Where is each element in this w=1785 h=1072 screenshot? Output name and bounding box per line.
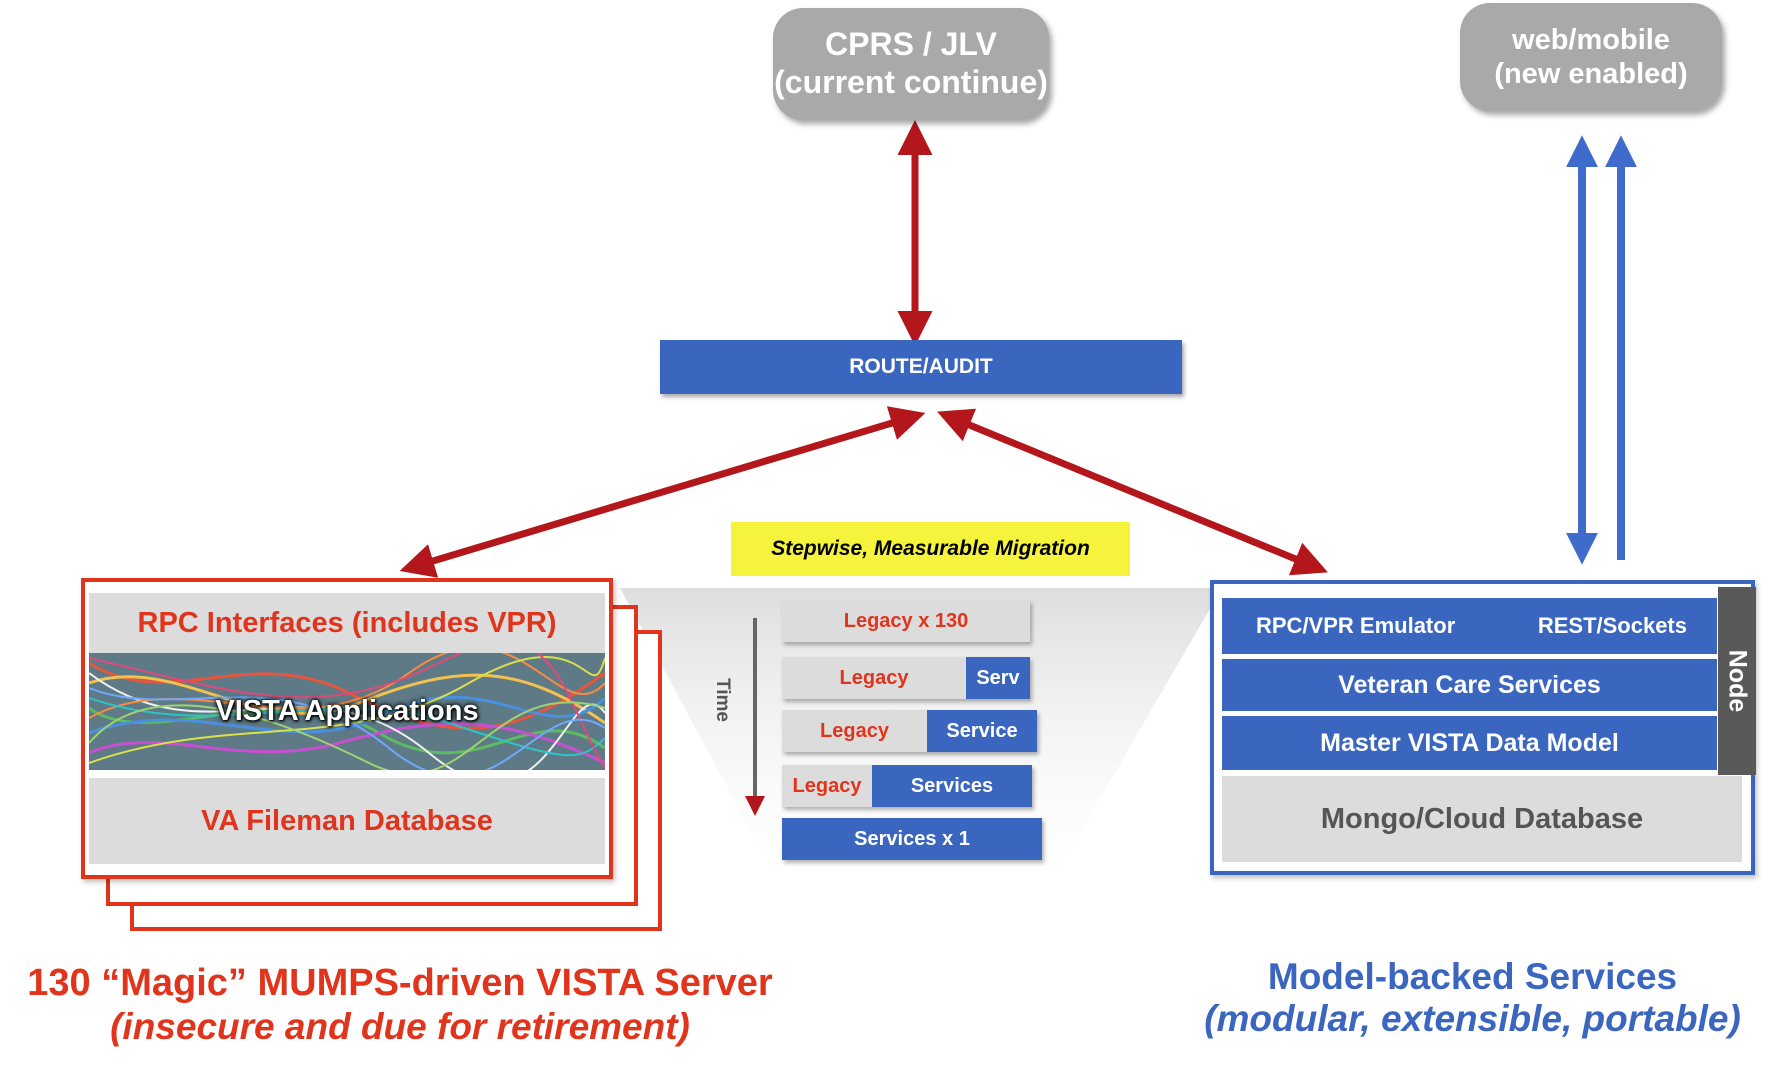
rpc-interfaces-label: RPC Interfaces (includes VPR)	[137, 606, 557, 639]
legacy-segment: Legacy	[782, 765, 872, 807]
web-mobile-node: web/mobile (new enabled)	[1460, 3, 1722, 111]
service-segment: Serv	[966, 657, 1030, 699]
route-audit-bar: ROUTE/AUDIT	[660, 340, 1182, 394]
legacy-segment: Legacy	[782, 710, 927, 752]
cprs-title: CPRS / JLV	[825, 26, 997, 63]
cprs-subtitle: (current continue)	[774, 64, 1048, 100]
service-segment: Services x 1	[782, 818, 1042, 860]
route-legacy-arrow	[399, 406, 926, 578]
veteran-care-label: Veteran Care Services	[1338, 670, 1601, 699]
route-audit-label: ROUTE/AUDIT	[849, 355, 993, 378]
rest-sockets-label: REST/Sockets	[1537, 613, 1687, 638]
legacy-segment: Legacy x 130	[782, 600, 1030, 642]
web-subtitle: (new enabled)	[1494, 58, 1688, 90]
migration-step-5: Services x 1	[782, 818, 1042, 860]
services-caption-title: Model-backed Services	[1267, 956, 1678, 997]
veteran-care-layer: Veteran Care Services	[1222, 659, 1717, 711]
rpc-vpr-emulator-label: RPC/VPR Emulator	[1256, 613, 1456, 638]
cprs-jlv-node: CPRS / JLV (current continue)	[773, 8, 1049, 120]
time-label: Time	[712, 678, 733, 723]
mongo-database-layer: Mongo/Cloud Database	[1222, 776, 1742, 862]
tangled-wires-image	[89, 653, 605, 770]
node-label: Node	[1723, 649, 1752, 713]
master-data-model-label: Master VISTA Data Model	[1320, 728, 1619, 757]
fileman-database-layer: VA Fileman Database	[89, 778, 605, 864]
migration-label: Stepwise, Measurable Migration	[731, 522, 1130, 576]
legacy-segment: Legacy	[782, 657, 966, 699]
node-runtime-bar: Node	[1718, 587, 1756, 775]
migration-step-1: Legacy x 130	[782, 600, 1030, 642]
mongo-database-label: Mongo/Cloud Database	[1320, 802, 1644, 835]
web-title: web/mobile	[1512, 23, 1670, 56]
vista-applications-layer: VISTA Applications	[89, 653, 605, 770]
route-services-arrow	[937, 408, 1328, 576]
service-segment: Service	[927, 710, 1037, 752]
legacy-caption-subtitle: (insecure and due for retirement)	[110, 1006, 690, 1047]
rpc-rest-layer: RPC/VPR Emulator REST/Sockets	[1222, 598, 1717, 654]
migration-step-4: Legacy Services	[782, 765, 1032, 807]
fileman-database-label: VA Fileman Database	[201, 804, 493, 837]
service-segment: Services	[872, 765, 1032, 807]
services-caption-subtitle: (modular, extensible, portable)	[1204, 998, 1741, 1039]
vista-applications-label: VISTA Applications	[215, 695, 479, 727]
rpc-interfaces-layer: RPC Interfaces (includes VPR)	[89, 593, 605, 653]
migration-label-text: Stepwise, Measurable Migration	[771, 537, 1090, 560]
migration-step-2: Legacy Serv	[782, 657, 1030, 699]
master-data-model-layer: Master VISTA Data Model	[1222, 716, 1717, 770]
migration-step-3: Legacy Service	[782, 710, 1037, 752]
legacy-caption-title: 130 “Magic” MUMPS-driven VISTA Server	[27, 962, 773, 1004]
